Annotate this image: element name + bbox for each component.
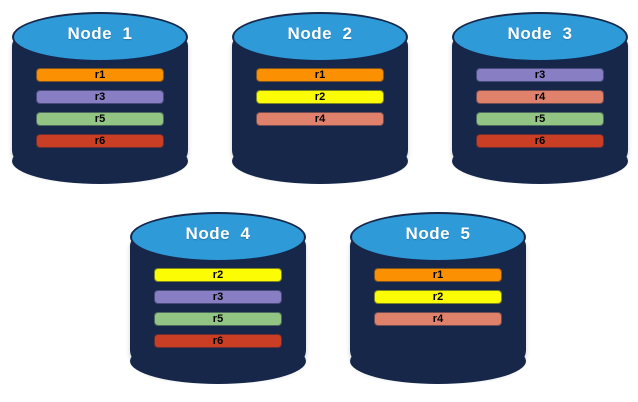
record-bar-r1[interactable]: r1 [256,68,384,82]
database-node-1[interactable]: Node 1 r1 r3 r5 r6 [10,8,190,186]
record-bar-r4[interactable]: r4 [374,312,502,326]
record-bar-r1[interactable]: r1 [36,68,164,82]
cylinder-top-ellipse [232,12,408,62]
record-list: r1 r3 r5 r6 [36,68,164,148]
cylinder-top-ellipse [130,212,306,262]
database-node-4[interactable]: Node 4 r2 r3 r5 r6 [128,208,308,386]
node-label: Node 3 [507,24,573,43]
node-label: Node 1 [67,24,133,43]
record-bar-r2[interactable]: r2 [154,268,282,282]
record-list: r1 r2 r4 [256,68,384,126]
record-bar-r1[interactable]: r1 [374,268,502,282]
cylinder-top-ellipse [350,212,526,262]
record-list: r2 r3 r5 r6 [154,268,282,348]
cylinder-base-ellipse [232,138,408,184]
node-label: Node 5 [405,224,471,243]
node-label: Node 2 [287,24,353,43]
database-node-2[interactable]: Node 2 r1 r2 r4 [230,8,410,186]
node-label: Node 4 [185,224,251,243]
cylinder-top-ellipse [12,12,188,62]
database-node-3[interactable]: Node 3 r3 r4 r5 r6 [450,8,630,186]
record-bar-r6[interactable]: r6 [36,134,164,148]
record-bar-r3[interactable]: r3 [154,290,282,304]
record-bar-r6[interactable]: r6 [476,134,604,148]
record-bar-r2[interactable]: r2 [256,90,384,104]
record-bar-r6[interactable]: r6 [154,334,282,348]
cylinder-top-ellipse [452,12,628,62]
record-bar-r2[interactable]: r2 [374,290,502,304]
record-list: r1 r2 r4 [374,268,502,326]
record-bar-r5[interactable]: r5 [36,112,164,126]
database-node-5[interactable]: Node 5 r1 r2 r4 [348,208,528,386]
cylinder-base-ellipse [350,338,526,384]
record-bar-r4[interactable]: r4 [256,112,384,126]
record-bar-r5[interactable]: r5 [154,312,282,326]
record-bar-r4[interactable]: r4 [476,90,604,104]
record-list: r3 r4 r5 r6 [476,68,604,148]
record-bar-r3[interactable]: r3 [36,90,164,104]
record-bar-r5[interactable]: r5 [476,112,604,126]
record-bar-r3[interactable]: r3 [476,68,604,82]
